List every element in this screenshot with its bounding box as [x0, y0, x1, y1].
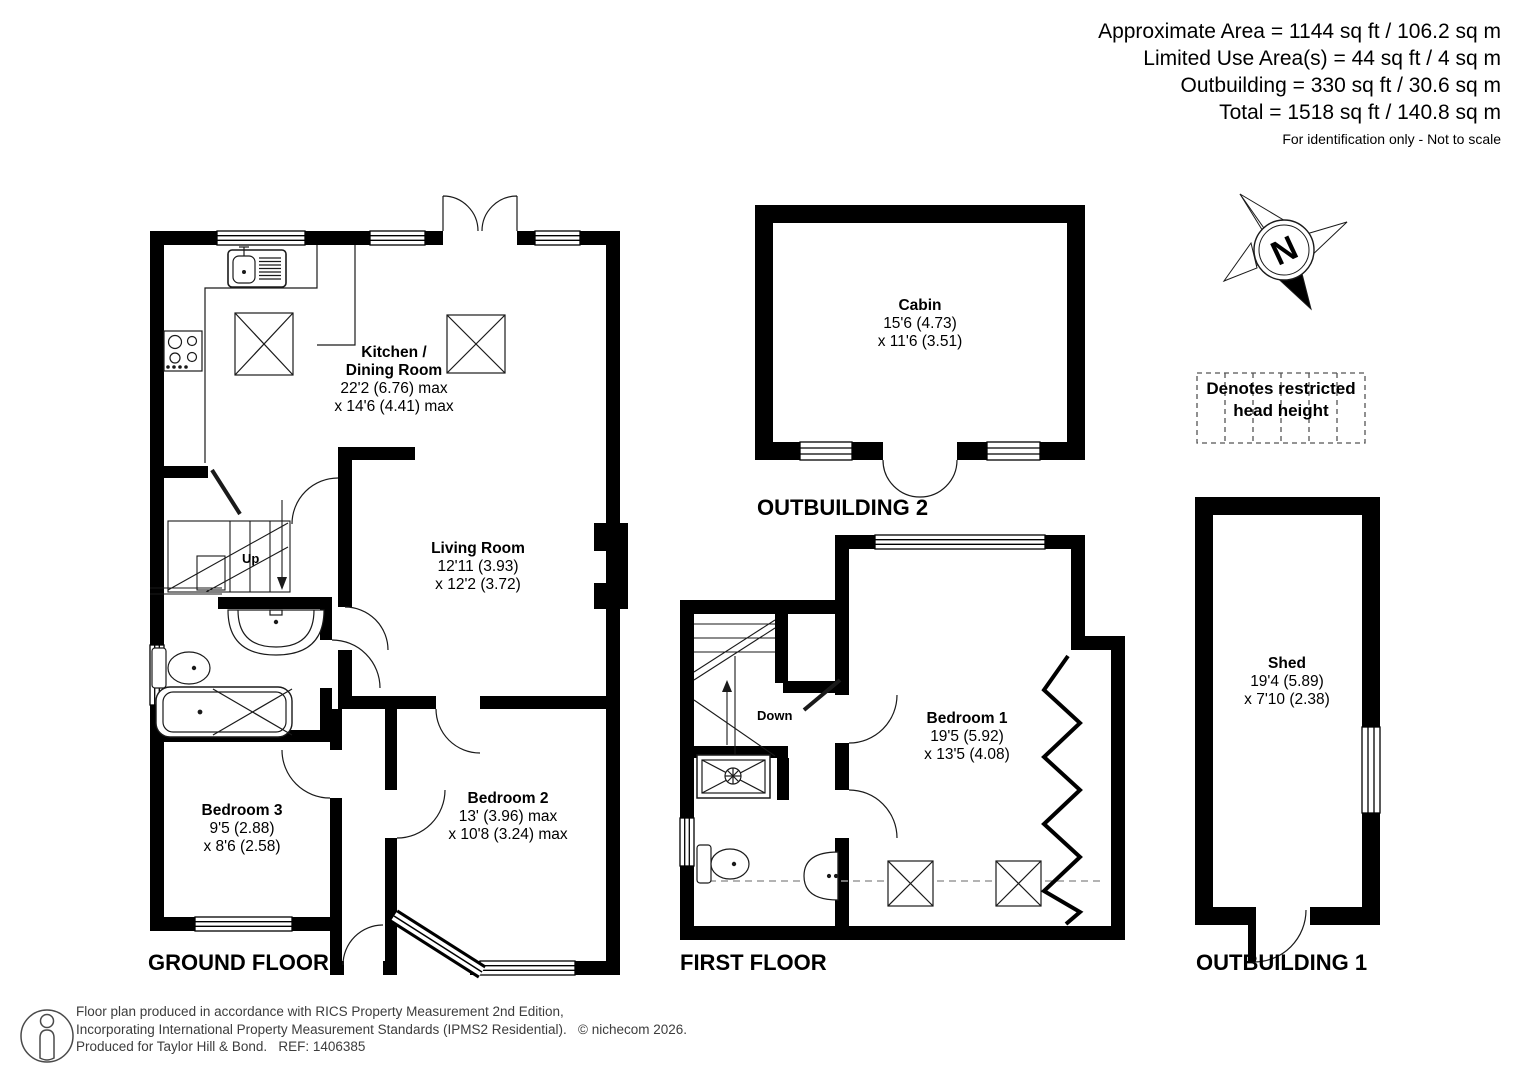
ground-floor-doors: [210, 195, 518, 966]
sink-unit-icon: [227, 246, 287, 288]
first-floor-bathroom-fixtures: [696, 754, 1042, 907]
cabin-door-right-arc: [919, 459, 958, 498]
outbuilding1-label: OUTBUILDING 1: [1196, 950, 1368, 975]
room-label-bedroom3: Bedroom 3 9'5 (2.88) x 8'6 (2.58): [201, 802, 283, 855]
chimney-breast: [594, 523, 628, 609]
room-label-cabin: Cabin 15'6 (4.73) x 11'6 (3.51): [877, 297, 963, 350]
outbuilding-area: Outbuilding = 330 sq ft / 30.6 sq m: [1180, 74, 1501, 97]
first-floor-windows: [679, 534, 1046, 867]
stairs-up-label: Up: [242, 551, 260, 566]
ground-floor-label: GROUND FLOOR: [148, 950, 329, 975]
outbuilding2-plan: [755, 205, 1085, 498]
ground-floor-walls: [150, 231, 628, 975]
kitchen-counter: [204, 245, 318, 463]
stairs-down: [693, 619, 776, 757]
bedroom1-door-arc: [848, 694, 898, 744]
hall-door-arc: [291, 477, 339, 525]
shed-door-arc: [1253, 909, 1307, 963]
bathroom-fixtures: [151, 609, 325, 738]
landing-door: [802, 678, 842, 712]
kitchen-fixtures: [163, 245, 506, 463]
room-label-living: Living Room 12'11 (3.93) x 12'2 (3.72): [431, 540, 525, 593]
room-label-bedroom2: Bedroom 2 13' (3.96) max x 10'8 (3.24) m…: [448, 790, 568, 843]
legend-box: [1196, 372, 1366, 444]
bedroom2-door-arc: [396, 789, 446, 839]
first-floor-doors: [802, 678, 898, 839]
entrance-door: [210, 468, 242, 516]
rooflight: [234, 312, 294, 376]
footer-disclaimer: Floor plan produced in accordance with R…: [76, 1003, 687, 1056]
outbuilding2-label: OUTBUILDING 2: [757, 495, 929, 520]
hob-icon: [163, 330, 203, 372]
stairs-down-label: Down: [757, 708, 793, 723]
cabin-windows: [799, 441, 1041, 461]
footer-person-icon: [20, 1009, 74, 1063]
bath-icon: [155, 686, 293, 738]
french-door-right: [481, 195, 518, 232]
stairs-up: [150, 500, 291, 595]
kitchen-counter-return: [317, 245, 356, 346]
rooflight: [995, 860, 1042, 907]
stairs-arrow: [722, 680, 732, 692]
footer-line3: Produced for Taylor Hill & Bond. REF: 14…: [76, 1039, 366, 1054]
ground-floor-plan: [149, 195, 628, 979]
first-floor-plan: [679, 534, 1125, 940]
shed-walls: [1195, 497, 1380, 962]
scale-disclaimer: For identification only - Not to scale: [1282, 131, 1501, 147]
room-label-shed: Shed 19'4 (5.89) x 7'10 (2.38): [1244, 655, 1330, 708]
compass-icon: N: [1222, 193, 1348, 311]
living-bedroom2-door-arc: [435, 708, 481, 754]
room-label-bedroom1: Bedroom 1 19'5 (5.92) x 13'5 (4.08): [924, 710, 1010, 763]
rooflight: [446, 314, 506, 374]
basin-icon: [227, 609, 325, 656]
ground-floor-windows: [149, 230, 581, 979]
rooflight: [887, 860, 934, 907]
bedroom3-door-arc: [281, 749, 331, 799]
cabin-door-left-arc: [882, 459, 921, 498]
outbuilding1-plan: [1195, 497, 1381, 963]
bathroom-door-arc: [331, 639, 381, 689]
cabin-doors: [882, 459, 958, 498]
legend-restricted-head-height: Denotes restricted head height: [1206, 379, 1356, 420]
rear-door-arc: [342, 924, 384, 966]
footer-line2: Incorporating International Property Mea…: [76, 1021, 688, 1037]
toilet-icon: [151, 647, 211, 689]
bay-window: [389, 909, 487, 979]
room-label-kitchen: Kitchen / Dining Room 22'2 (6.76) max x …: [334, 344, 454, 415]
living-room-door-arc: [344, 606, 389, 651]
shed-window: [1361, 726, 1381, 814]
eaves-zigzag: [1040, 654, 1084, 926]
basin-icon: [803, 851, 839, 901]
first-floor-label: FIRST FLOOR: [680, 950, 827, 975]
toilet-icon: [696, 844, 750, 884]
french-door-left: [442, 195, 479, 232]
footer-line1: Floor plan produced in accordance with R…: [76, 1004, 564, 1019]
limited-use-area: Limited Use Area(s) = 44 sq ft / 4 sq m: [1143, 47, 1501, 70]
area-summary: Approximate Area = 1144 sq ft / 106.2 sq…: [1098, 18, 1501, 148]
shower-tray-icon: [696, 754, 771, 799]
total-area: Total = 1518 sq ft / 140.8 sq m: [1219, 101, 1501, 124]
cabin-walls: [755, 205, 1085, 460]
shower-room-door-arc: [848, 789, 898, 839]
stairs-arrow: [277, 577, 287, 590]
approximate-area: Approximate Area = 1144 sq ft / 106.2 sq…: [1098, 20, 1501, 43]
